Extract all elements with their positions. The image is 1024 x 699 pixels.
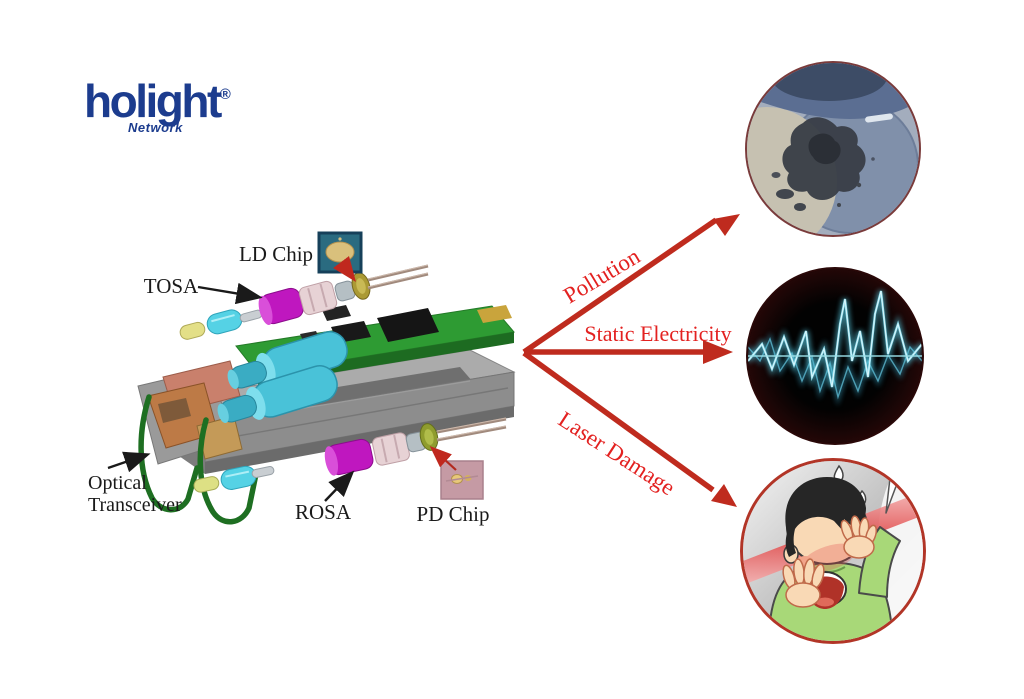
- hazard-arrows: [522, 214, 740, 507]
- transceiver-front-section-icon: [137, 360, 259, 525]
- logo-registered-mark: ®: [219, 86, 231, 103]
- holight-logo: holight® Network: [84, 78, 231, 135]
- pollution-image: [745, 61, 921, 237]
- label-rosa: ROSA: [295, 500, 352, 524]
- label-pd-chip: PD Chip: [417, 502, 490, 526]
- lc-receptacles-icon: [217, 331, 348, 424]
- cartoon-boy: [768, 477, 901, 641]
- laser-damage-image: [740, 458, 926, 644]
- label-optical-transceiver-line1: Optical: [88, 472, 147, 494]
- ld-chip-image: [317, 231, 363, 282]
- transceiver-exploded-view: LD Chip TOSA Optical Transceiver ROSA PD…: [88, 231, 516, 526]
- rosa-pointer-arrow: [324, 470, 355, 502]
- static-electricity-arrow: [524, 340, 733, 364]
- rosa-to-can-icon: [419, 423, 439, 451]
- tosa-assembly-icon: [179, 264, 429, 340]
- hazard-label-static-electricity: Static Electricity: [584, 321, 731, 346]
- right-hand: [840, 515, 878, 559]
- contaminated-fiber-endface-photo: [747, 63, 919, 235]
- hazard-labels: Pollution Static Electricity Laser Damag…: [554, 243, 732, 500]
- rosa-pins-icon: [436, 417, 507, 442]
- optical-transceiver-pointer-arrow: [107, 451, 151, 473]
- rosa-assembly-icon: [193, 417, 507, 493]
- tosa-pins-icon: [367, 264, 429, 290]
- label-optical-transceiver-line2: Transceiver: [88, 494, 182, 516]
- pd-chip-image: [429, 446, 484, 500]
- laser-eye-injury-cartoon: [743, 461, 923, 641]
- static-electricity-image: [746, 267, 924, 445]
- laser-damage-arrow: [522, 350, 737, 507]
- label-ld-chip: LD Chip: [239, 242, 313, 266]
- left-hand: [782, 558, 825, 608]
- tosa-pointer-arrow: [197, 282, 263, 305]
- logo-network-subtext: Network: [128, 120, 183, 135]
- static-discharge-waveform-photo: [748, 269, 922, 443]
- lightning-waveform: [748, 290, 922, 407]
- pollution-arrow: [522, 214, 740, 355]
- logo-wordmark: holight: [84, 75, 222, 127]
- label-tosa: TOSA: [144, 274, 199, 298]
